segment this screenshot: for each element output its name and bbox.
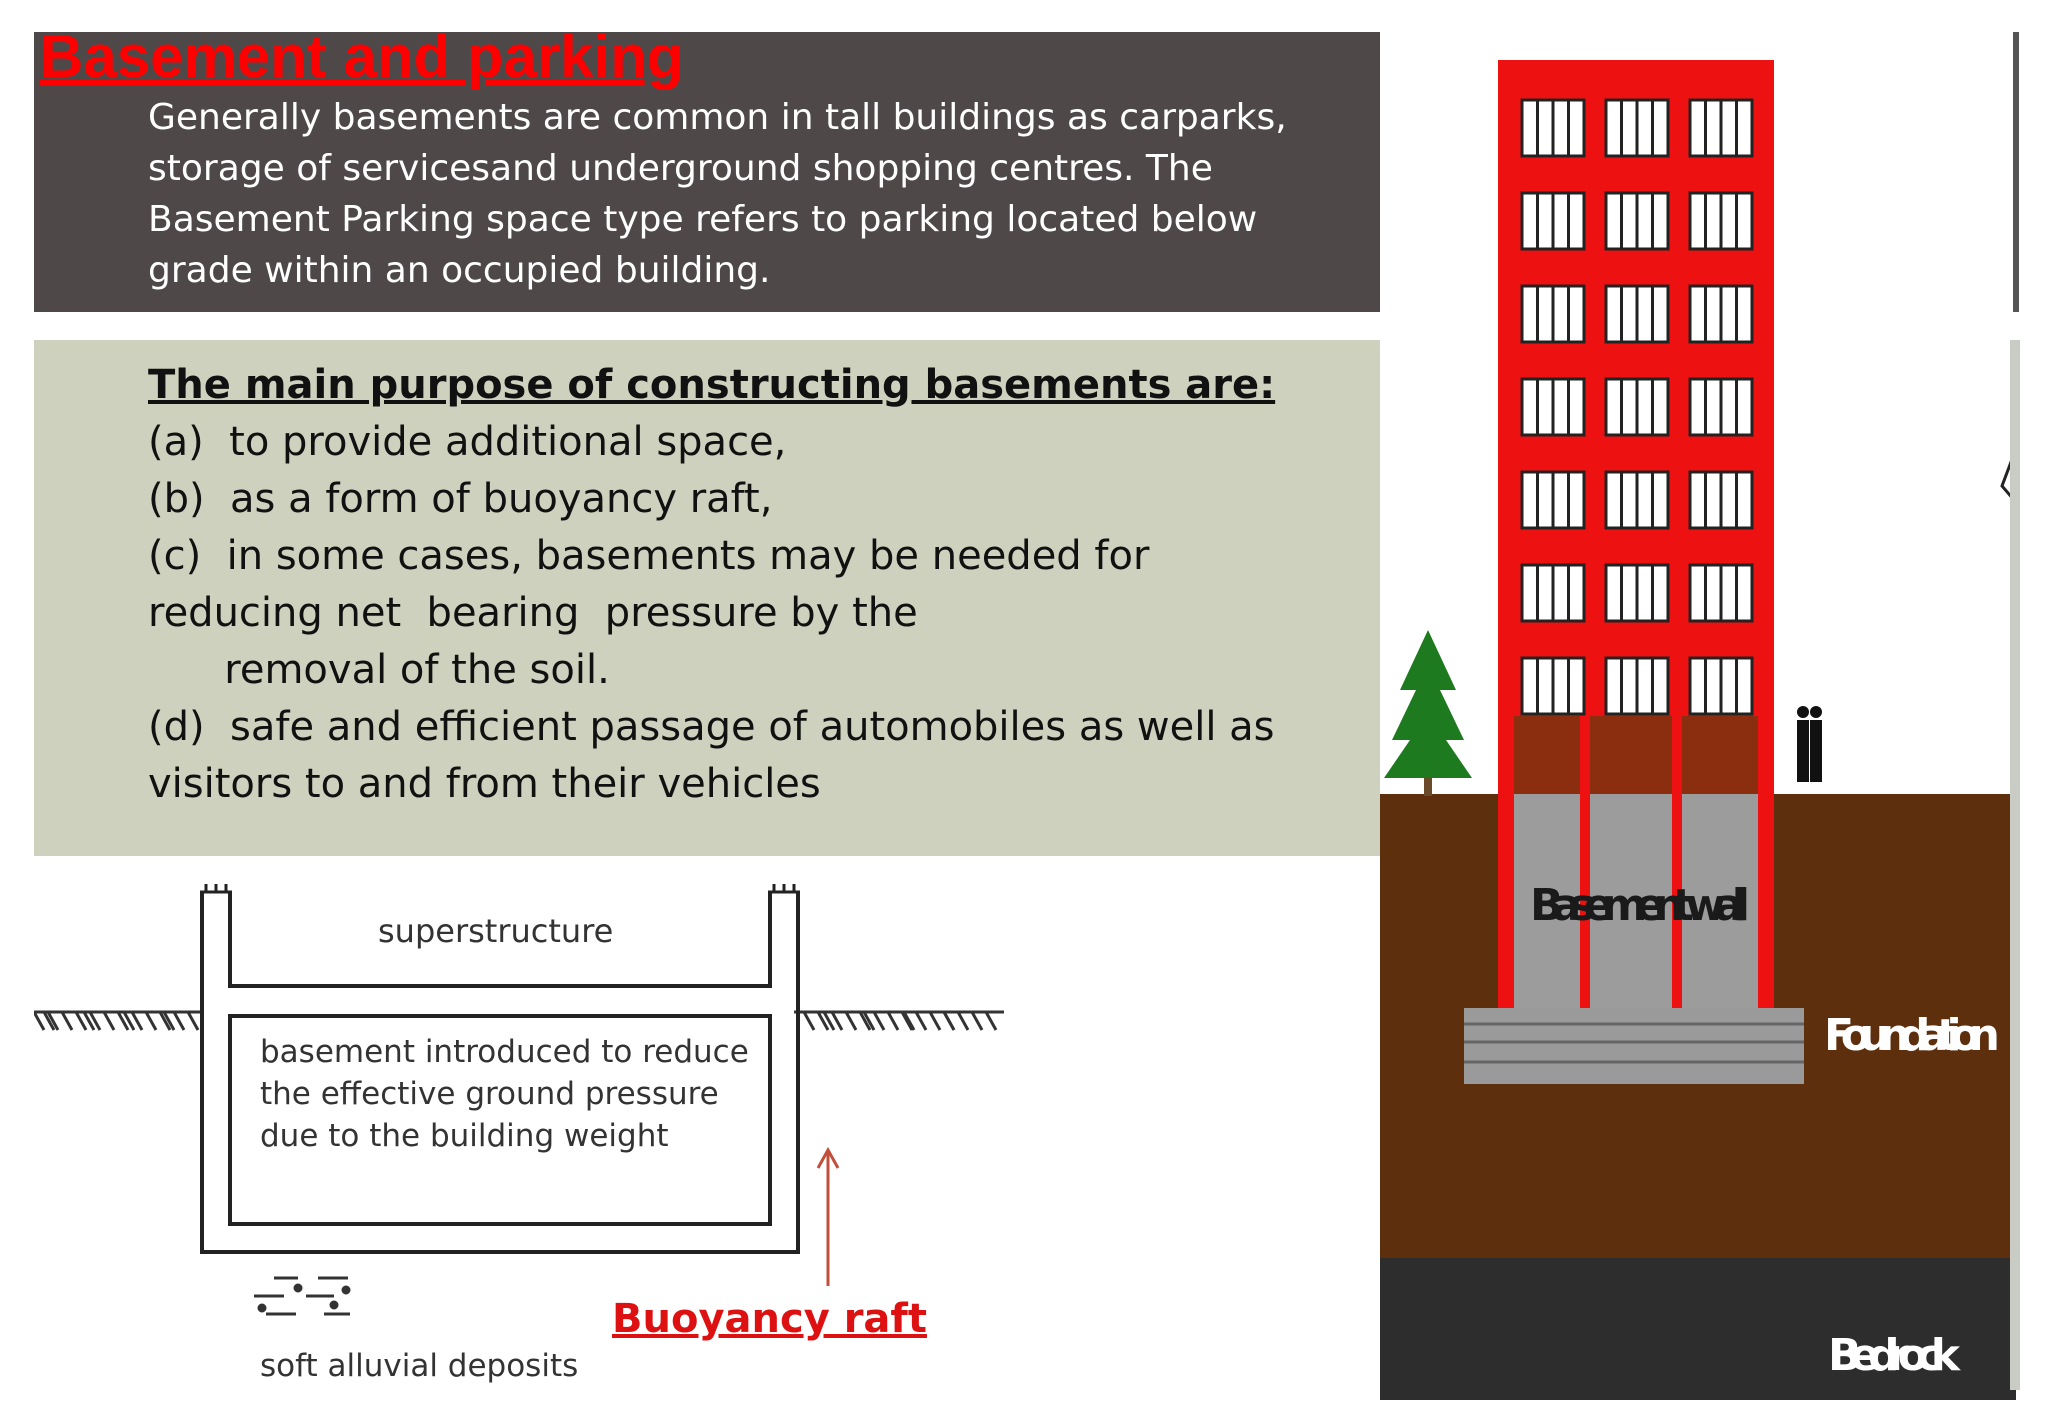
ground-hatch-right xyxy=(794,1010,1004,1031)
right-edge-bar-bottom xyxy=(2010,340,2020,1390)
buoyancy-raft-label: Buoyancy raft xyxy=(612,1296,927,1342)
purpose-heading: The main purpose of constructing basemen… xyxy=(148,362,1276,408)
window xyxy=(1520,470,1586,530)
ground-hatch-left xyxy=(34,1010,202,1031)
purpose-line-d: (d) safe and efficient passage of automo… xyxy=(148,704,1275,750)
window xyxy=(1688,377,1754,437)
soft-alluvial-deposits-label: soft alluvial deposits xyxy=(260,1348,578,1384)
basement-note-line-2: the effective ground pressure xyxy=(260,1076,719,1112)
soil-symbol-icon xyxy=(254,1276,351,1316)
window xyxy=(1520,563,1586,623)
tree-icon xyxy=(1384,630,1472,796)
purpose-line-a: (a) to provide additional space, xyxy=(148,419,787,465)
purpose-panel xyxy=(34,340,1380,856)
building-windows xyxy=(1520,98,1754,716)
window xyxy=(1520,98,1586,158)
basement-outer-wall xyxy=(200,892,800,1254)
window xyxy=(1604,98,1670,158)
window xyxy=(1688,563,1754,623)
column-tops xyxy=(200,884,800,894)
superstructure-inner-wall xyxy=(228,892,772,988)
window xyxy=(1688,191,1754,251)
basement-inner-box xyxy=(228,1014,772,1226)
superstructure-label: superstructure xyxy=(378,912,613,950)
bedrock-label: Bedrock xyxy=(1828,1330,1962,1381)
foundation-label: Foundation xyxy=(1824,1010,2000,1061)
foundation-slab xyxy=(1464,1008,1804,1084)
window xyxy=(1520,656,1586,716)
basement-wall-label: Basement wall xyxy=(1530,880,1750,931)
basement-area xyxy=(1498,794,1774,1010)
window xyxy=(1688,470,1754,530)
window xyxy=(1604,563,1670,623)
purpose-line-c-cont2: removal of the soil. xyxy=(148,647,610,693)
window xyxy=(1604,470,1670,530)
window xyxy=(1688,284,1754,344)
people-icon xyxy=(1797,706,1822,782)
intro-panel xyxy=(34,32,1380,312)
window xyxy=(1604,191,1670,251)
buoyancy-raft-diagram: superstructure basement introduced to re… xyxy=(34,856,1016,1390)
basement-note-line-3: due to the building weight xyxy=(260,1118,669,1154)
bedrock-layer xyxy=(1380,1258,2016,1400)
window xyxy=(1604,284,1670,344)
right-edge-bar-top xyxy=(2013,32,2019,312)
page-title: Basement and parking xyxy=(40,23,684,90)
building-illustration: Basement wall Foundation Bedrock xyxy=(1380,0,2016,1418)
window xyxy=(1688,656,1754,716)
window xyxy=(1520,191,1586,251)
basement-note-line-1: basement introduced to reduce xyxy=(260,1034,749,1070)
window xyxy=(1520,377,1586,437)
diagram-background xyxy=(34,856,1016,1390)
window xyxy=(1520,284,1586,344)
purpose-line-c-cont: reducing net bearing pressure by the xyxy=(148,590,918,636)
purpose-line-b: (b) as a form of buoyancy raft, xyxy=(148,476,773,522)
upward-pressure-arrow xyxy=(816,1146,840,1286)
purpose-list: The main purpose of constructing basemen… xyxy=(148,357,1378,813)
window xyxy=(1688,98,1754,158)
purpose-line-c: (c) in some cases, basements may be need… xyxy=(148,533,1150,579)
window xyxy=(1604,656,1670,716)
purpose-line-d-cont: visitors to and from their vehicles xyxy=(148,761,821,807)
intro-paragraph: Generally basements are common in tall b… xyxy=(148,97,1287,291)
window xyxy=(1604,377,1670,437)
